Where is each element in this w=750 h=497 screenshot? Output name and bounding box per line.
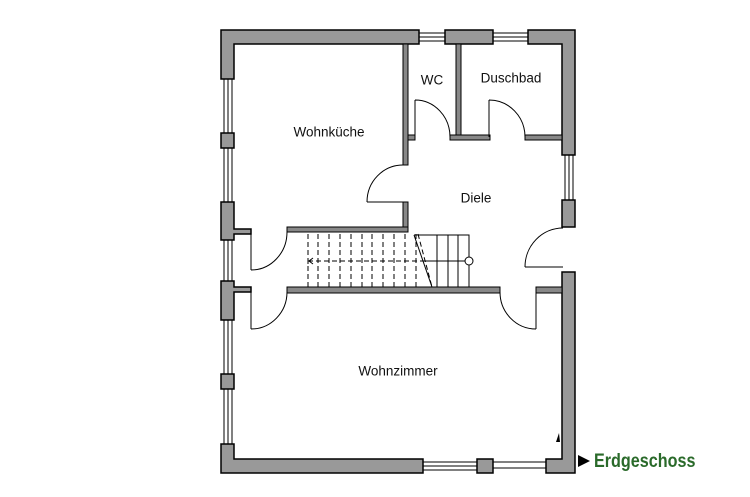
door-kitchen <box>366 164 404 203</box>
door-wc <box>414 99 451 138</box>
door-marker <box>556 433 560 442</box>
door-living-right <box>499 291 537 330</box>
windows <box>223 32 574 471</box>
door-left-upper <box>250 231 288 271</box>
door-bath <box>488 99 526 138</box>
floor-title: Erdgeschoss <box>594 451 696 472</box>
room-label-wohnzimmer: Wohnzimmer <box>358 363 438 379</box>
room-label-wc: WC <box>420 72 444 88</box>
arrow-icon <box>578 455 590 467</box>
door-left-lower <box>250 291 288 330</box>
staircase <box>307 233 474 288</box>
outer-walls <box>220 29 576 474</box>
doors <box>250 99 564 442</box>
room-label-diele: Diele <box>460 190 492 206</box>
room-label-wohnkueche: Wohnküche <box>293 124 365 140</box>
room-label-duschbad: Duschbad <box>480 70 542 86</box>
interior-walls <box>286 43 563 294</box>
door-entrance <box>524 227 564 268</box>
